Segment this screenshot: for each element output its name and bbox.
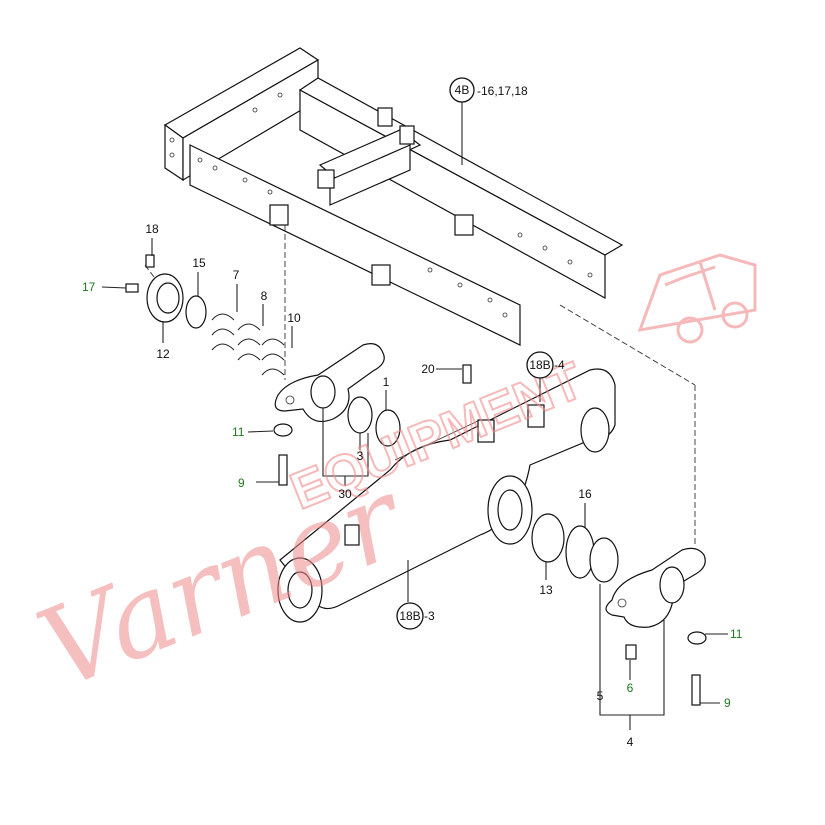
shim-set-8 bbox=[237, 323, 261, 361]
callout-8: 8 bbox=[261, 289, 268, 303]
callout-18b-4-code: 18B bbox=[529, 358, 550, 372]
bolt-9-left bbox=[278, 454, 288, 486]
callout-3: 3 bbox=[357, 449, 364, 463]
callout-4b-code: 4B bbox=[455, 83, 470, 97]
bearing-cap bbox=[146, 273, 184, 323]
callout-5: 5 bbox=[597, 689, 604, 703]
watermark: Varner EQUIPMENT bbox=[22, 253, 757, 714]
bearing-3 bbox=[347, 396, 373, 434]
callout-18b-3-suffix: -3 bbox=[424, 609, 435, 623]
right-knuckle bbox=[605, 547, 706, 628]
callout-9-right: 9 bbox=[724, 696, 731, 710]
callout-18b-4: 18B -4 bbox=[526, 351, 565, 379]
nut-11-left bbox=[273, 423, 293, 437]
callout-6: 6 bbox=[627, 681, 634, 695]
shim-set-10 bbox=[261, 338, 285, 376]
truck-logo bbox=[637, 253, 757, 344]
callout-10: 10 bbox=[287, 311, 301, 325]
callout-13: 13 bbox=[539, 583, 553, 597]
breather-20 bbox=[462, 364, 472, 384]
callout-4: 4 bbox=[627, 735, 634, 749]
callout-9-left: 9 bbox=[238, 476, 245, 490]
callout-18b-3-code: 18B bbox=[399, 609, 420, 623]
callouts: 4B -16,17,18 18 17 15 7 8 10 12 20 18B -… bbox=[82, 77, 743, 749]
shim-set-7 bbox=[211, 313, 235, 351]
o-ring-16 bbox=[565, 525, 595, 579]
callout-11-left: 11 bbox=[232, 425, 245, 439]
callout-18b-4-suffix: -4 bbox=[554, 358, 565, 372]
o-ring bbox=[185, 295, 207, 329]
callout-7: 7 bbox=[233, 268, 240, 282]
callout-4b: 4B -16,17,18 bbox=[449, 77, 528, 103]
callout-12: 12 bbox=[156, 347, 170, 361]
bolt-9-right bbox=[691, 674, 701, 706]
callout-18: 18 bbox=[145, 222, 159, 236]
callout-20: 20 bbox=[421, 362, 435, 376]
thrust-washer-13 bbox=[531, 513, 565, 563]
callout-15: 15 bbox=[192, 256, 206, 270]
oil-seal-1 bbox=[375, 409, 401, 447]
callout-17: 17 bbox=[82, 280, 96, 294]
axle-housing bbox=[277, 368, 616, 623]
callout-30: 30 bbox=[338, 487, 352, 501]
nut-11-right bbox=[687, 631, 707, 645]
callout-11-right: 11 bbox=[730, 627, 743, 641]
grease-fitting-6 bbox=[625, 644, 637, 660]
leader-lines bbox=[101, 238, 728, 730]
callout-16: 16 bbox=[578, 487, 592, 501]
bushing-5 bbox=[589, 537, 619, 583]
callout-1: 1 bbox=[383, 375, 390, 389]
chassis-frame bbox=[163, 47, 624, 346]
callout-18b-3: 18B -3 bbox=[396, 602, 435, 630]
callout-4b-suffix: -16,17,18 bbox=[477, 84, 528, 98]
left-knuckle bbox=[274, 343, 385, 422]
